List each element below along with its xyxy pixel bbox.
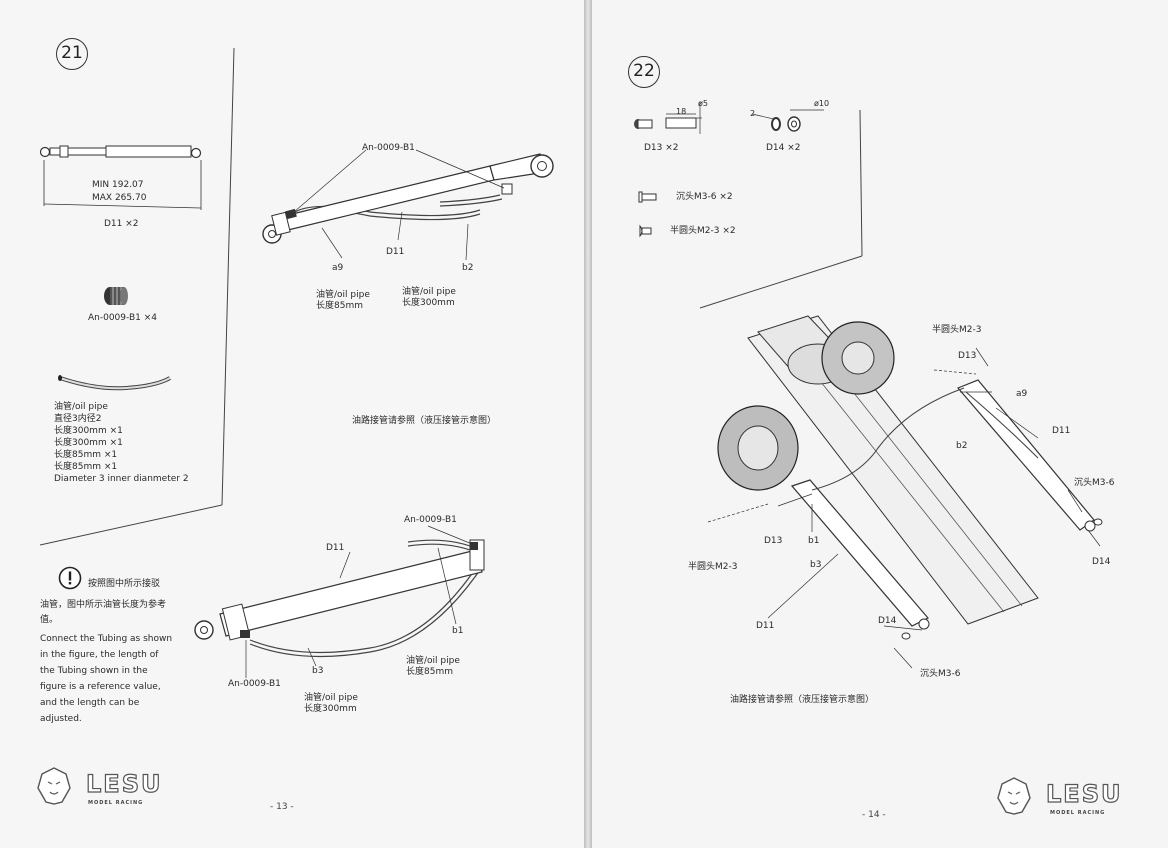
pipe-b2-length: 长度300mm — [402, 298, 455, 308]
pin-diameter-dimension: ø5 — [698, 99, 708, 108]
pipe-a9-name: 油管/oil pipe — [316, 290, 370, 300]
label-washer-right: D14 — [1092, 557, 1111, 567]
notice-en-line: figure is a reference value, — [40, 682, 161, 692]
manual-page-left: 21 MIN 192.07 MAX 265.70 D11 ×2 An-0009-… — [0, 0, 584, 848]
notice-en-line: Connect the Tubing as shown — [40, 634, 173, 644]
oil-pipe-spec-line: 长度300mm ×1 — [54, 438, 123, 448]
brand-logo-subtitle: MODEL RACING — [1050, 810, 1106, 816]
fitting-callout-top: An-0009-B1 — [404, 515, 457, 525]
brand-logo-text: LESU — [85, 769, 163, 798]
brand-logo-text: LESU — [1045, 779, 1123, 808]
cylinder-part-label: D11 ×2 — [104, 219, 139, 229]
cylinder-min-length: MIN 192.07 — [92, 180, 144, 190]
fitting-part-label: An-0009-B1 ×4 — [88, 313, 157, 323]
step-number-badge: 21 — [56, 38, 88, 70]
oil-pipe-spec-line: 长度300mm ×1 — [54, 426, 123, 436]
cylinder-pipe-diagram-bottom — [194, 525, 485, 678]
cylinder-callout: D11 — [326, 543, 345, 553]
cylinder-pipe-diagram-top — [262, 149, 554, 261]
exclamation-circle-icon — [58, 566, 82, 590]
notice-cn-line: 值。 — [40, 615, 59, 625]
oil-pipe-spec-line: 长度85mm ×1 — [54, 450, 118, 460]
book-spine — [584, 0, 592, 848]
pin-length-dimension: 18 — [676, 107, 687, 116]
notice-en-line: in the figure, the length of — [40, 650, 159, 660]
page-divider-lines — [39, 47, 235, 546]
washer-thickness-dimension: 2 — [750, 109, 756, 118]
oil-pipe-spec-line: 长度85mm ×1 — [54, 462, 118, 472]
oil-pipe-spec-line: 油管/oil pipe — [54, 402, 108, 412]
chassis-assembly-illustration — [707, 315, 1103, 669]
lion-logo-icon — [37, 767, 71, 805]
label-button-head-screw-top: 半圆头M2-3 — [932, 325, 982, 335]
washer-diameter-dimension: ø10 — [814, 99, 830, 108]
oil-pipe-spec-list: 油管/oil pipe 直径3内径2 长度300mm ×1 长度300mm ×1… — [54, 401, 189, 485]
button-head-screw-icon — [639, 224, 652, 238]
pin-part-icon — [634, 102, 702, 134]
callout-b2: b2 — [462, 263, 474, 273]
button-head-screw-label: 半圆头M2-3 ×2 — [670, 226, 736, 236]
label-countersunk-screw-right: 沉头M3-6 — [1074, 478, 1115, 488]
callout-b1: b1 — [452, 626, 464, 636]
lion-logo-icon — [997, 777, 1031, 815]
oil-pipe-spec-line: 直径3内径2 — [54, 414, 102, 424]
callout-a9: a9 — [332, 263, 344, 273]
washer-part-label: D14 ×2 — [766, 143, 801, 153]
oil-pipe-icon — [58, 375, 171, 391]
label-cylinder-bottom: D11 — [756, 621, 775, 631]
pipe-b1-length: 长度85mm — [406, 667, 453, 677]
label-cylinder-right: D11 — [1052, 426, 1071, 436]
label-button-head-screw-left: 半圆头M2-3 — [688, 562, 738, 572]
notice-cn-line: 油管，图中所示油管长度为参考 — [40, 600, 167, 610]
cylinder-callout: D11 — [386, 247, 405, 257]
label-countersunk-screw-bottom: 沉头M3-6 — [920, 669, 961, 679]
fitting-part-icon — [104, 287, 128, 305]
diagram-caption: 油路接管请参照（液压接管示意图） — [730, 695, 875, 705]
label-washer-bottom: D14 — [878, 616, 897, 626]
countersunk-screw-icon — [638, 191, 657, 203]
pipe-a9-length: 长度85mm — [316, 301, 363, 311]
notice-en-line: adjusted. — [40, 714, 82, 724]
cylinder-part-icon — [39, 145, 202, 210]
notice-title: 按照图中所示接驳 — [88, 579, 161, 589]
label-pin-left: D13 — [764, 536, 783, 546]
washer-part-icon — [751, 109, 824, 132]
fitting-callout: An-0009-B1 — [362, 143, 415, 153]
notice-en-text: Connect the Tubing as shown in the figur… — [40, 631, 172, 727]
page-divider-lines — [699, 109, 863, 309]
brand-logo-subtitle: MODEL RACING — [88, 800, 144, 806]
label-pipe-a9: a9 — [1016, 389, 1028, 399]
pipe-b3-name: 油管/oil pipe — [304, 693, 358, 703]
label-pin-top: D13 — [958, 351, 977, 361]
pipe-b3-length: 长度300mm — [304, 704, 357, 714]
pipe-b2-name: 油管/oil pipe — [402, 287, 456, 297]
label-pipe-b2: b2 — [956, 441, 968, 451]
callout-b3: b3 — [312, 666, 324, 676]
notice-en-line: and the length can be — [40, 698, 140, 708]
label-pipe-b3: b3 — [810, 560, 822, 570]
pipe-b1-name: 油管/oil pipe — [406, 656, 460, 666]
fitting-callout-bottom: An-0009-B1 — [228, 679, 281, 689]
label-pipe-b1: b1 — [808, 536, 820, 546]
step-number-badge: 22 — [628, 56, 660, 88]
diagram-caption: 油路接管请参照（液压接管示意图） — [352, 416, 497, 426]
pin-part-label: D13 ×2 — [644, 143, 679, 153]
manual-page-right: 22 18 ø5 D13 ×2 2 ø10 D14 ×2 沉头M3-6 ×2 半… — [592, 0, 1168, 848]
notice-en-line: the Tubing shown in the — [40, 666, 148, 676]
countersunk-screw-label: 沉头M3-6 ×2 — [676, 192, 733, 202]
oil-pipe-spec-line: Diameter 3 inner dianmeter 2 — [54, 474, 189, 484]
page-number: - 13 - — [270, 802, 294, 812]
page-number: - 14 - — [862, 810, 886, 820]
cylinder-max-length: MAX 265.70 — [92, 193, 147, 203]
